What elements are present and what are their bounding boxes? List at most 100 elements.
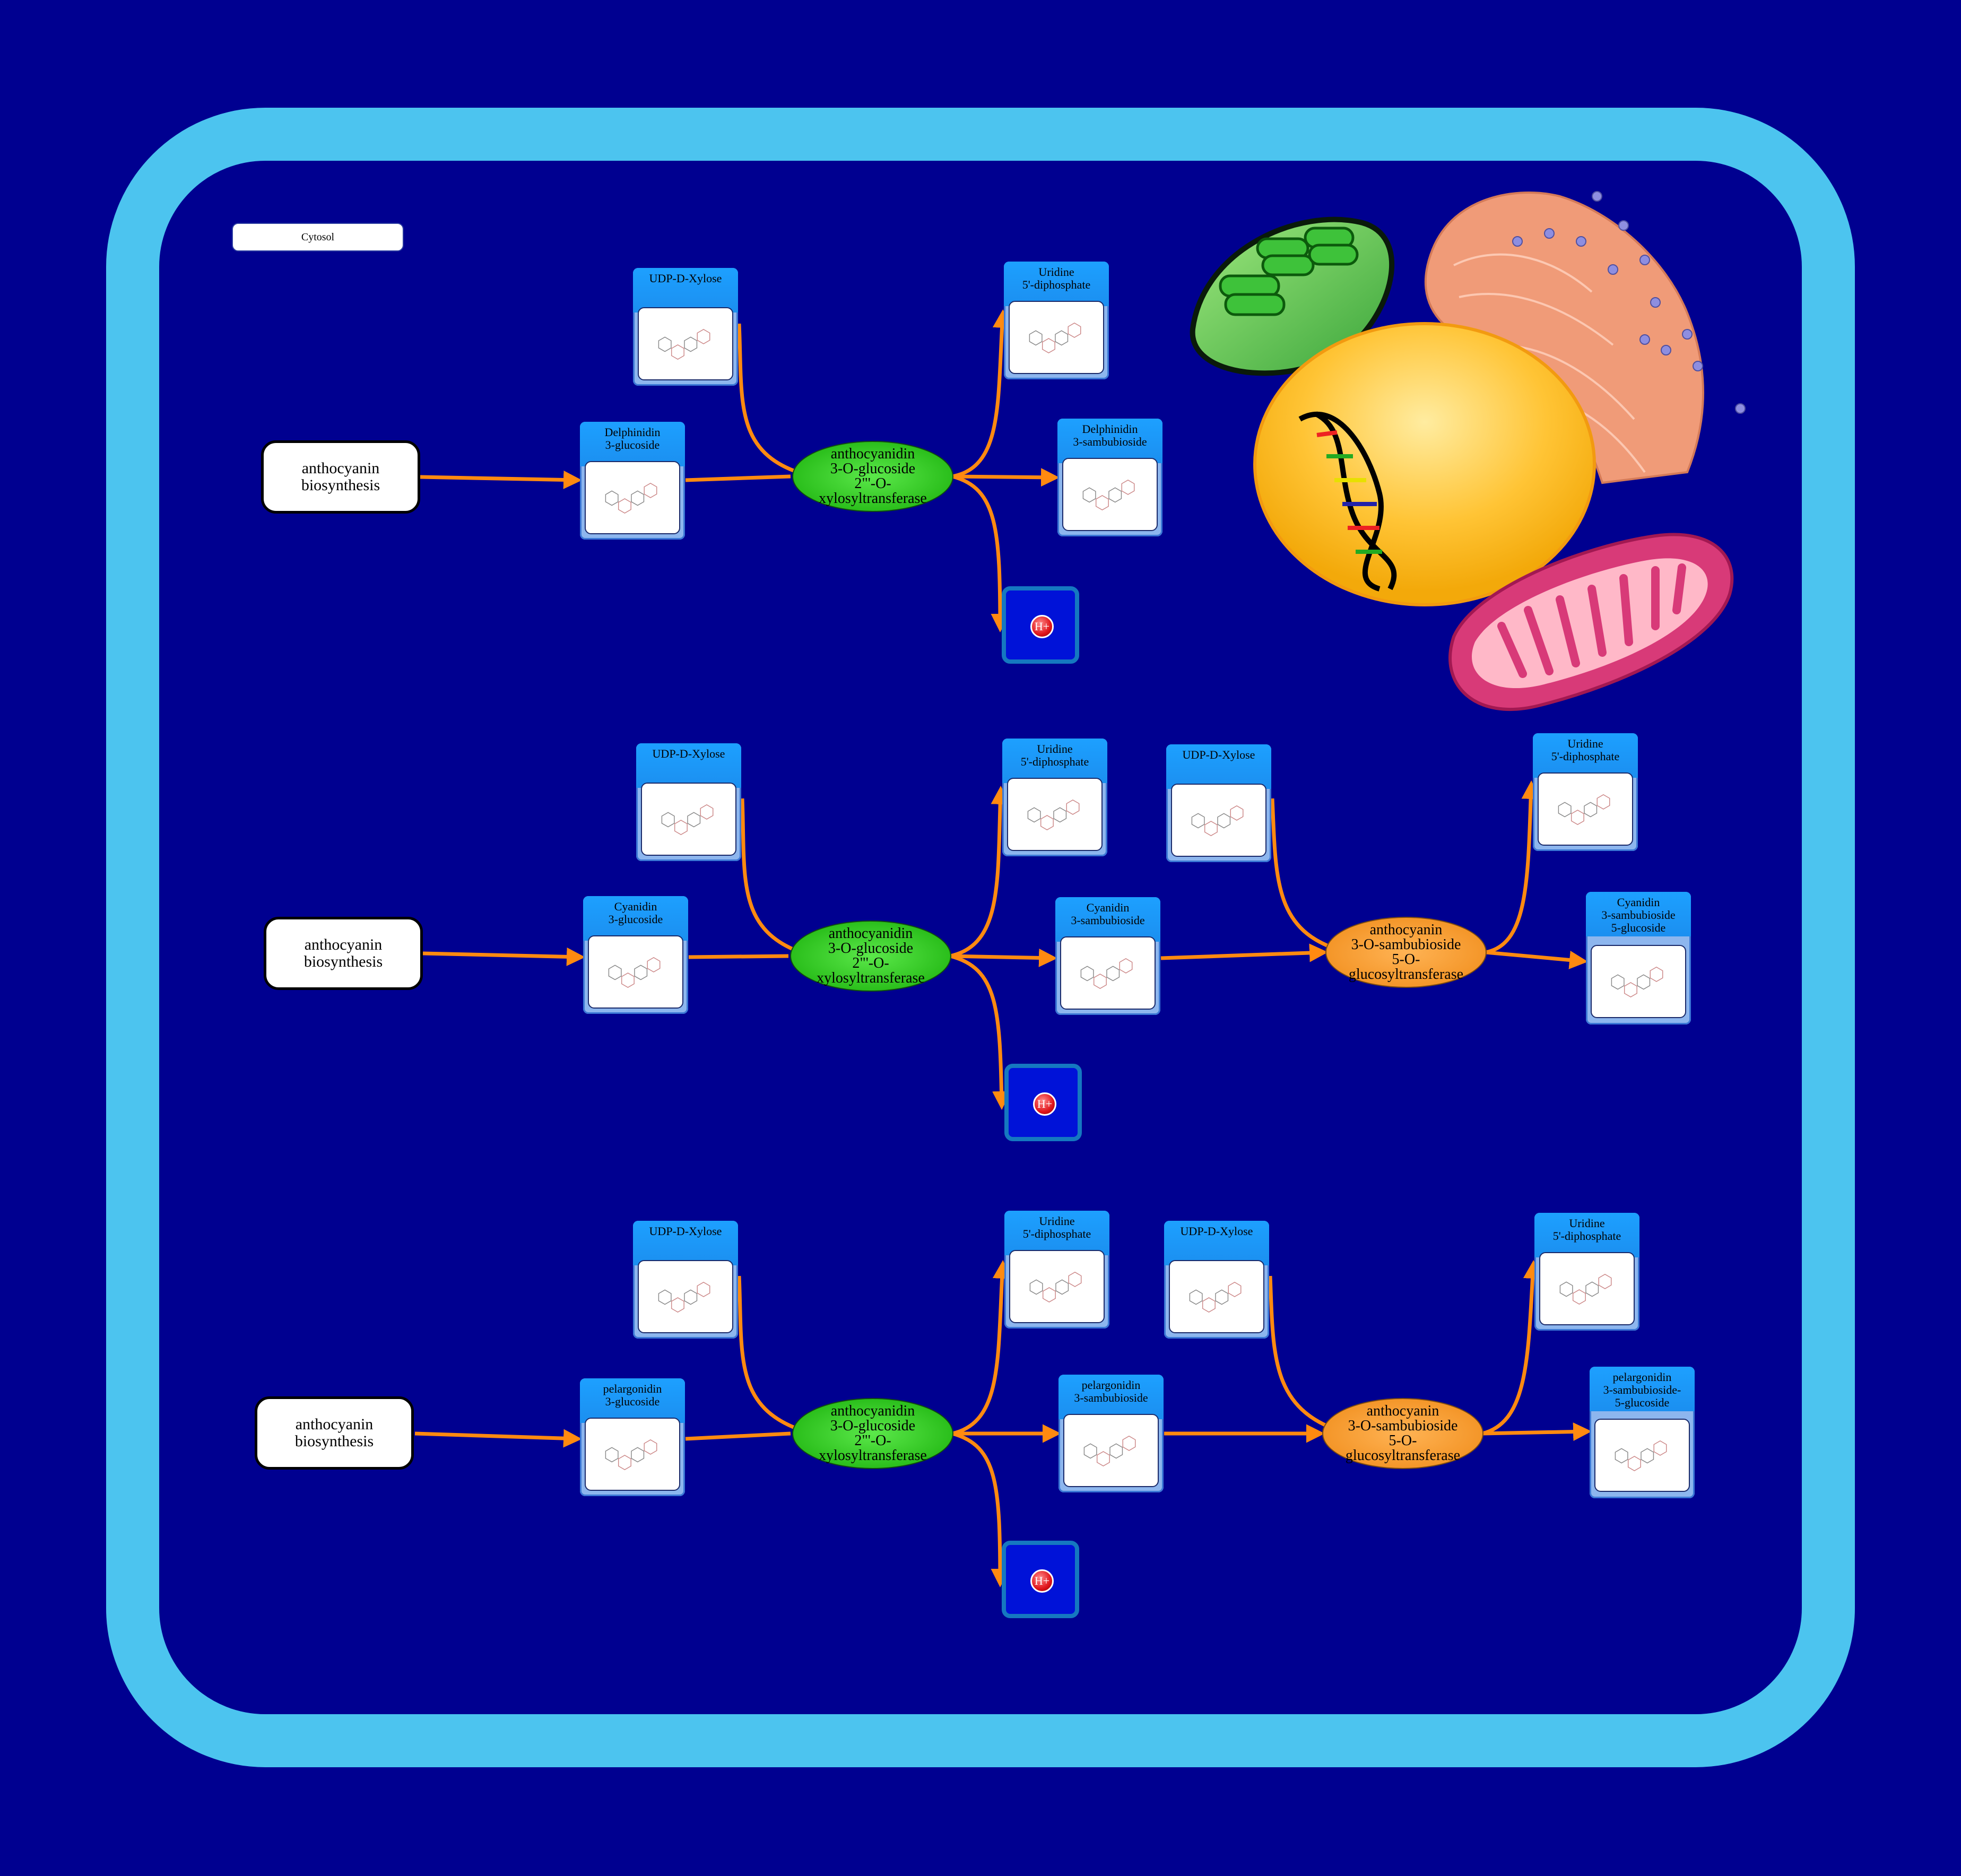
enzyme-label-line: anthocyanidin (830, 1403, 915, 1419)
compound-label: Uridine 5'-diphosphate (1022, 1214, 1091, 1240)
reaction-arrow (422, 947, 585, 966)
compound-pelargonidin-3-sambubioside-5-glucoside[interactable]: pelargonidin 3-sambubioside- 5-glucoside (1590, 1367, 1695, 1498)
compound-uridine-5-diphosphate[interactable]: Uridine 5'-diphosphate (1533, 733, 1638, 851)
structure-image (1009, 1250, 1105, 1323)
enzyme-label-line: anthocyanidin (830, 446, 915, 462)
compound-label: Cyanidin 3-glucoside (608, 900, 663, 926)
reaction-arrow (952, 474, 1010, 632)
structure-image (641, 783, 736, 856)
reaction-arrow (414, 1429, 582, 1448)
structure-image (1594, 1419, 1690, 1492)
reaction-arrow (950, 948, 1057, 967)
compound-cyanidin-3-glucoside[interactable]: Cyanidin 3-glucoside (583, 896, 688, 1014)
molecule-structure-icon (1029, 322, 1081, 353)
molecule-structure-icon (608, 957, 661, 988)
hydrogen-ion-icon: H+ (1033, 1092, 1056, 1116)
chloroplast-icon (1190, 216, 1395, 376)
enzyme-label-line: anthocyanin (1366, 1403, 1439, 1419)
molecule-structure-icon (1559, 1273, 1612, 1305)
structure-image (1591, 945, 1686, 1018)
structure-image (588, 935, 683, 1009)
enzyme-label-line: xylosyltransferase (819, 1447, 927, 1464)
compound-label: UDP-D-Xylose (649, 272, 722, 285)
compound-udp-d-xylose[interactable]: UDP-D-Xylose (633, 268, 738, 386)
enzyme-label-line: 5-O- (1392, 951, 1420, 968)
structure-image (585, 1418, 680, 1491)
compound-label: Cyanidin 3-sambubioside 5-glucoside (1601, 896, 1676, 934)
enzyme-label-line: 3-O-glucoside (828, 940, 914, 957)
enzyme-label-line: anthocyanidin (828, 925, 913, 942)
reaction-arrow (1485, 780, 1540, 954)
enzyme-label-line: 2"'-O- (852, 955, 889, 971)
reaction-arrow (1268, 1275, 1348, 1436)
nucleus-icon (1253, 322, 1596, 606)
compound-pelargonidin-3-sambubioside[interactable]: pelargonidin 3-sambubioside (1058, 1375, 1164, 1492)
compound-hydrogen-ion[interactable]: H+ (1002, 1541, 1079, 1618)
compound-label: pelargonidin 3-glucoside (603, 1382, 662, 1408)
structure-image (1009, 301, 1104, 374)
compound-udp-d-xylose[interactable]: UDP-D-Xylose (636, 743, 741, 861)
enzyme-label-line: anthocyanin (1369, 922, 1443, 938)
compound-delphinidin-3-glucoside[interactable]: Delphinidin 3-glucoside (580, 422, 685, 540)
compound-label: UDP-D-Xylose (649, 1224, 722, 1238)
organelle-illustration (1190, 191, 1746, 711)
compartment-label-cytosol: Cytosol (232, 223, 404, 251)
compound-hydrogen-ion[interactable]: H+ (1002, 586, 1079, 664)
compound-hydrogen-ion[interactable]: H+ (1004, 1064, 1082, 1141)
structure-image (638, 1260, 733, 1333)
structure-image (585, 461, 680, 534)
molecule-structure-icon (1615, 1440, 1667, 1471)
structure-image (1169, 1260, 1264, 1333)
enzyme-label-line: 3-O-sambubioside (1351, 936, 1461, 953)
compound-label: UDP-D-Xylose (1182, 748, 1255, 761)
compound-cyanidin-3-sambubioside[interactable]: Cyanidin 3-sambubioside (1055, 897, 1160, 1015)
compound-label: Delphinidin 3-glucoside (604, 425, 661, 451)
compound-udp-d-xylose[interactable]: UDP-D-Xylose (1164, 1221, 1269, 1339)
compound-uridine-5-diphosphate[interactable]: Uridine 5'-diphosphate (1534, 1213, 1639, 1331)
molecule-structure-icon (658, 1281, 710, 1313)
compound-uridine-5-diphosphate[interactable]: Uridine 5'-diphosphate (1002, 739, 1107, 856)
enzyme-label-line: 3-O-glucoside (830, 1418, 916, 1434)
molecule-structure-icon (1611, 966, 1663, 997)
compound-udp-d-xylose[interactable]: UDP-D-Xylose (633, 1221, 738, 1339)
structure-image (1063, 1414, 1159, 1487)
reaction-arrow (740, 798, 812, 958)
pathway-node-anthocyanin-biosynthesis[interactable]: anthocyanin biosynthesis (261, 440, 420, 514)
enzyme-label-line: 2"'-O- (854, 1432, 891, 1449)
enzyme-label-line: xylosyltransferase (817, 970, 925, 986)
compound-udp-d-xylose[interactable]: UDP-D-Xylose (1166, 744, 1271, 862)
molecule-structure-icon (1027, 799, 1080, 830)
hydrogen-ion-icon: H+ (1030, 1569, 1054, 1593)
molecule-structure-icon (1558, 794, 1610, 825)
reaction-arrow (1482, 1260, 1542, 1436)
compound-uridine-5-diphosphate[interactable]: Uridine 5'-diphosphate (1004, 262, 1109, 379)
reaction-arrow (950, 786, 1010, 958)
reaction-arrow (952, 1260, 1011, 1436)
compound-pelargonidin-3-glucoside[interactable]: pelargonidin 3-glucoside (580, 1378, 685, 1496)
molecule-structure-icon (1080, 958, 1133, 989)
hydrogen-ion-icon: H+ (1030, 615, 1054, 638)
compound-label: Uridine 5'-diphosphate (1552, 1217, 1621, 1243)
molecule-structure-icon (1083, 1435, 1136, 1466)
compound-label: UDP-D-Xylose (1180, 1224, 1253, 1238)
enzyme-label-line: 3-O-glucoside (830, 461, 916, 477)
compound-uridine-5-diphosphate[interactable]: Uridine 5'-diphosphate (1004, 1211, 1109, 1328)
compound-cyanidin-3-sambubioside-5-glucoside[interactable]: Cyanidin 3-sambubioside 5-glucoside (1586, 892, 1691, 1024)
compound-delphinidin-3-sambubioside[interactable]: Delphinidin 3-sambubioside (1057, 419, 1162, 536)
molecule-structure-icon (1029, 1271, 1082, 1302)
reaction-arrow (685, 1431, 791, 1441)
reaction-arrow (688, 954, 789, 959)
compound-label: Uridine 5'-diphosphate (1020, 742, 1089, 768)
pathway-node-anthocyanin-biosynthesis[interactable]: anthocyanin biosynthesis (255, 1396, 414, 1470)
pathway-node-anthocyanin-biosynthesis[interactable]: anthocyanin biosynthesis (264, 917, 423, 990)
reaction-arrow (1482, 1422, 1592, 1441)
enzyme-label-line: glucosyltransferase (1348, 966, 1464, 983)
structure-image (1007, 778, 1103, 851)
reaction-arrow (952, 309, 1011, 479)
